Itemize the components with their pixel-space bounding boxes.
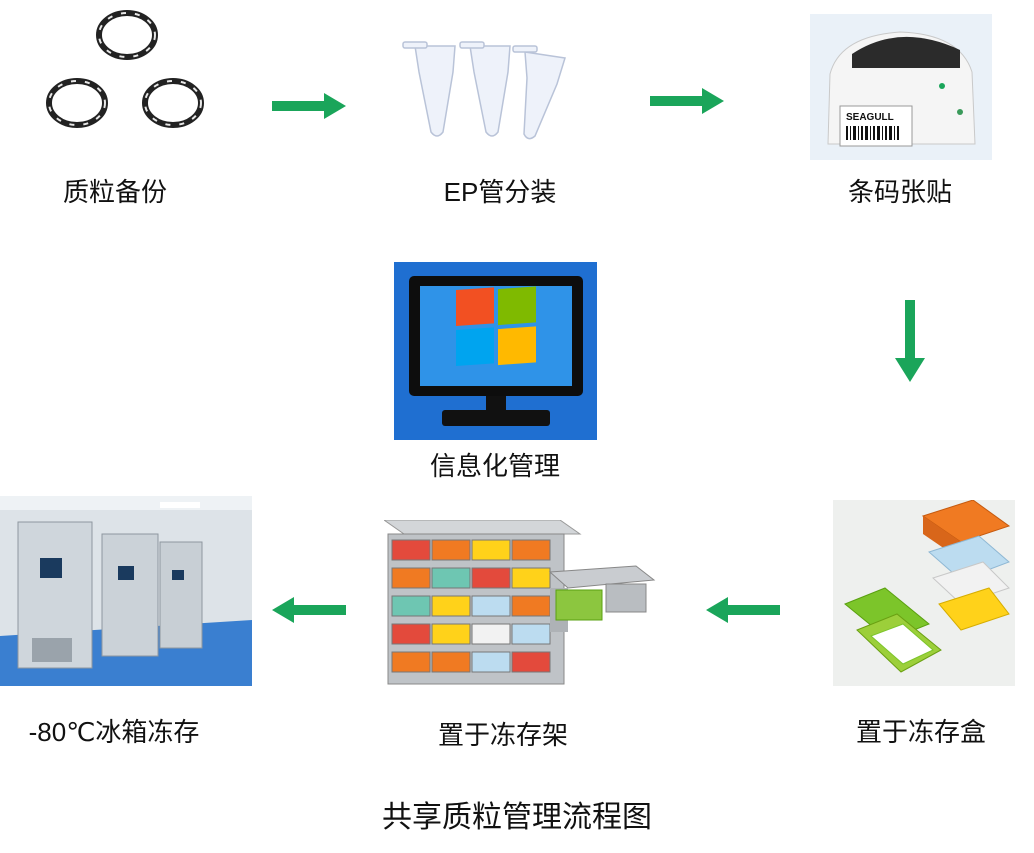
arrow-left-icon xyxy=(272,597,346,623)
storage-rack-image xyxy=(382,519,660,706)
step-label-barcode: 条码张贴 xyxy=(847,178,952,208)
ep-tubes-image xyxy=(385,32,585,147)
computer-monitor-image xyxy=(394,262,597,440)
freezer-room-image xyxy=(0,496,252,686)
step-label-ep-tube: EP管分装 xyxy=(443,177,557,207)
step-label-plasmid-backup: 质粒备份 xyxy=(62,178,167,208)
plasmid-rings-image xyxy=(40,5,215,135)
arrow-down-icon xyxy=(895,300,925,382)
step-label-storage-rack: 置于冻存架 xyxy=(437,721,568,751)
step-label-storage-box: 置于冻存盒 xyxy=(855,718,986,748)
storage-box-image xyxy=(833,499,1015,686)
step-label-freezer: -80℃冰箱冻存 xyxy=(28,717,200,747)
arrow-right-icon xyxy=(650,88,724,114)
arrow-right-icon xyxy=(272,93,346,119)
step-label-informatization: 信息化管理 xyxy=(429,452,560,482)
barcode-printer-image: SEAGULL xyxy=(810,14,992,160)
figure-caption: 共享质粒管理流程图 xyxy=(382,800,652,835)
arrow-left-icon xyxy=(706,597,780,623)
printer-label-text: SEAGULL xyxy=(846,112,894,123)
